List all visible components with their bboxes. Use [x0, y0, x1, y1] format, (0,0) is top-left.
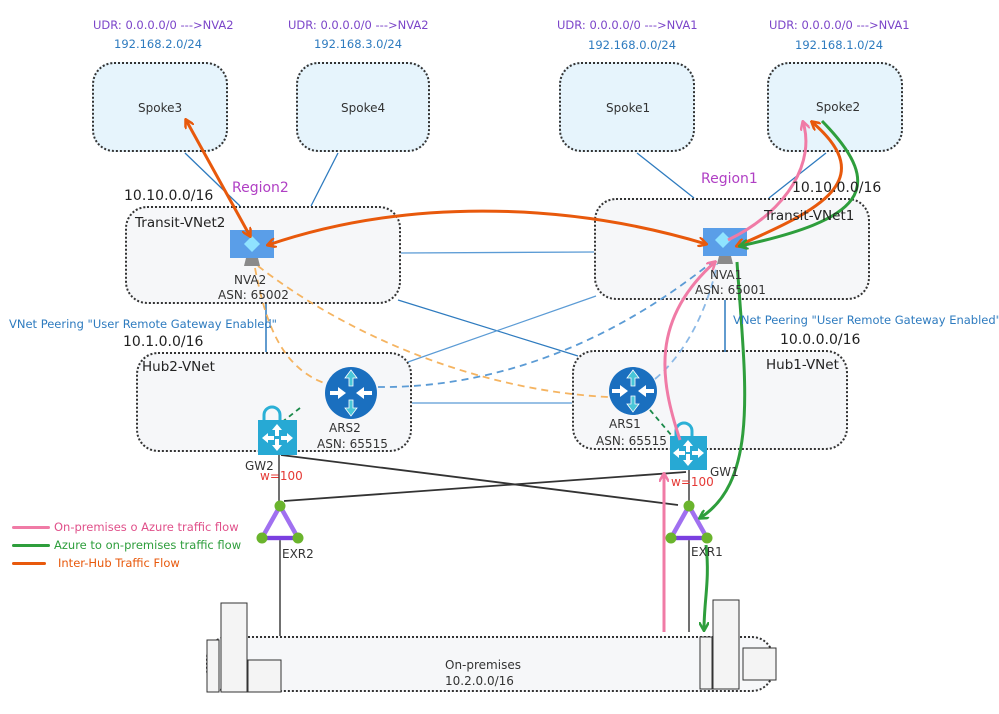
spoke1-udr: UDR: 0.0.0.0/0 --->NVA1 — [557, 18, 698, 32]
spoke4-name: Spoke4 — [341, 101, 386, 115]
flow-onprem-to-azure-spoke2 — [727, 122, 806, 242]
ars1-router-icon — [609, 367, 657, 415]
onprem-buildings-right-icon — [699, 599, 777, 690]
legend-onprem-to-azure: On-premises o Azure traffic flow — [12, 520, 239, 534]
nva2-label: NVA2 — [234, 273, 267, 287]
peering-label-left: VNet Peering "User Remote Gateway Enable… — [9, 317, 277, 331]
link-gw1-exr2 — [283, 471, 687, 502]
hub2-title: Hub2-VNet — [142, 359, 215, 375]
flow-azure-to-onprem-nva1-exr1 — [700, 261, 747, 518]
link-gw2-exr1 — [280, 454, 679, 506]
bgp-nva2-ars2 — [254, 267, 331, 386]
flow-azure-to-onprem-spoke2-nva1 — [740, 119, 860, 246]
legend-label-azure-to-onprem: Azure to on-premises traffic flow — [54, 538, 242, 552]
spoke2-udr: UDR: 0.0.0.0/0 --->NVA1 — [769, 18, 910, 32]
exr1-icon — [665, 500, 713, 544]
exr2-icon — [256, 500, 304, 544]
spoke4-box — [296, 62, 430, 152]
flow-interhub-nva2-nva1 — [268, 209, 706, 245]
flow-azure-to-onprem-exr1-onprem — [704, 544, 707, 630]
nva2-asn: ASN: 65002 — [218, 288, 289, 302]
spoke1-cidr: 192.168.0.0/24 — [588, 38, 677, 52]
legend-label-onprem-to-azure: On-premises o Azure traffic flow — [54, 520, 239, 534]
exr2-label: EXR2 — [282, 547, 314, 561]
nva2-icon — [230, 230, 274, 266]
gw2-label: GW2 — [245, 459, 274, 473]
spoke4-cidr: 192.168.3.0/24 — [314, 37, 403, 51]
gw2-gateway-icon — [258, 405, 297, 455]
ars2-router-icon — [325, 367, 377, 419]
link-transit2-hub1 — [397, 299, 579, 357]
gw2-weight: w=100 — [260, 469, 303, 483]
flow-interhub-nva2-spoke3 — [186, 120, 250, 236]
onprem-buildings-left-icon — [206, 602, 282, 693]
spoke3-cidr: 192.168.2.0/24 — [114, 37, 203, 51]
bgp-ars1-gw1 — [649, 409, 673, 437]
exr1-label: EXR1 — [691, 545, 723, 559]
hub2-cidr: 10.1.0.0/16 — [123, 334, 204, 350]
link-transit1-hub2 — [407, 295, 597, 363]
region1-label: Region1 — [701, 171, 758, 187]
onprem-title: On-premises — [445, 658, 521, 672]
gw1-weight: w=100 — [671, 475, 714, 489]
nva1-asn: ASN: 65001 — [695, 283, 766, 297]
onprem-cidr: 10.2.0.0/16 — [445, 674, 514, 688]
flow-onprem-to-azure-upper — [663, 262, 715, 441]
spoke3-name: Spoke3 — [138, 101, 183, 115]
legend-swatch-green — [12, 543, 50, 547]
bgp-nva2-ars1 — [257, 265, 609, 398]
legend-swatch-pink — [12, 525, 50, 529]
link-spoke1-transit1 — [636, 152, 695, 199]
spoke4-udr: UDR: 0.0.0.0/0 --->NVA2 — [288, 18, 429, 32]
legend-swatch-orange — [12, 561, 46, 565]
flow-interhub-nva1-spoke2 — [737, 122, 843, 246]
spoke3-udr: UDR: 0.0.0.0/0 --->NVA2 — [93, 18, 234, 32]
link-transit2-transit1 — [400, 251, 595, 254]
spoke2-name: Spoke2 — [816, 100, 861, 114]
peering-label-right: VNet Peering "User Remote Gateway Enable… — [733, 313, 999, 327]
transit-vnet1-cidr: 10.10.0.0/16 — [792, 180, 882, 196]
region2-label: Region2 — [232, 180, 289, 196]
ars1-label: ARS1 — [609, 417, 641, 431]
transit-vnet2-title: Transit-VNet2 — [135, 215, 226, 231]
legend-inter-hub: Inter-Hub Traffic Flow — [12, 556, 180, 570]
legend-label-inter-hub: Inter-Hub Traffic Flow — [58, 556, 180, 570]
hub1-title: Hub1-VNet — [766, 357, 839, 373]
ars2-asn: ASN: 65515 — [317, 437, 388, 451]
hub1-cidr: 10.0.0.0/16 — [780, 332, 861, 348]
ars2-label: ARS2 — [329, 421, 361, 435]
transit-vnet1-title: Transit-VNet1 — [764, 208, 855, 224]
transit-vnet2-cidr: 10.10.0.0/16 — [124, 188, 214, 204]
link-spoke4-transit2 — [310, 152, 339, 207]
spoke1-name: Spoke1 — [606, 101, 651, 115]
spoke3-box — [92, 62, 228, 152]
spoke2-cidr: 192.168.1.0/24 — [795, 38, 884, 52]
bgp-nva1-ars2 — [377, 261, 713, 388]
spoke1-box — [559, 62, 695, 152]
ars1-asn: ASN: 65515 — [596, 434, 667, 448]
legend-azure-to-onprem: Azure to on-premises traffic flow — [12, 538, 241, 552]
gw1-label: GW1 — [710, 465, 739, 479]
nva1-label: NVA1 — [710, 268, 743, 282]
